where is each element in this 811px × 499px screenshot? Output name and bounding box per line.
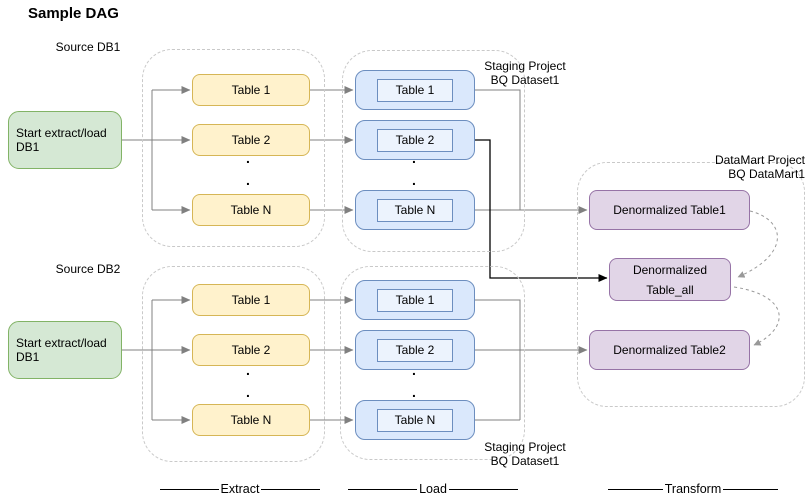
staging-db2-line2: BQ Dataset1 (490, 454, 560, 468)
load-db1-table-n: Table N (355, 190, 475, 230)
ellipsis-dot: . (246, 384, 250, 400)
staging-label-db2: Staging Project BQ Dataset1 (465, 440, 585, 468)
ellipsis-dot: . (246, 362, 250, 378)
datamart-container (577, 162, 805, 407)
staging-label-db1: Staging Project BQ Dataset1 (465, 59, 585, 87)
table-all-line2: Table_all (646, 282, 694, 297)
start-extract-load-db1-node: Start extract/load DB1 (8, 111, 122, 169)
load-db1-table-1: Table 1 (355, 70, 475, 110)
datamart-label: DataMart Project BQ DataMart1 (665, 153, 805, 181)
stage-line (348, 488, 418, 490)
extract-db1-table-n: Table N (192, 194, 310, 226)
start-db1-line2: DB1 (16, 140, 40, 154)
staging-db1-line2: BQ Dataset1 (490, 73, 560, 87)
start-db1-line1: Start extract/load (16, 126, 107, 140)
start-db2-line2: DB1 (16, 350, 40, 364)
ellipsis-dot: . (412, 384, 416, 400)
table-all-line1: Denormalized (632, 262, 708, 277)
staging-db2-line1: Staging Project (484, 440, 566, 454)
stage-transform-label: Transform (664, 482, 722, 496)
start-extract-load-db2-node: Start extract/load DB1 (8, 321, 122, 379)
load-db2-table-2-inner: Table 2 (377, 338, 453, 362)
source-db2-label: Source DB2 (55, 262, 121, 276)
load-db2-table-1-inner: Table 1 (377, 288, 453, 312)
load-db2-table-1: Table 1 (355, 280, 475, 320)
denormalized-table2-node: Denormalized Table2 (589, 330, 750, 370)
denormalized-table1-node: Denormalized Table1 (589, 190, 750, 230)
stage-line (608, 488, 663, 490)
staging-db1-line1: Staging Project (484, 59, 566, 73)
ellipsis-dot: . (412, 150, 416, 166)
load-container-db2 (340, 266, 525, 460)
load-db2-table-n-inner: Table N (377, 408, 453, 432)
diagram-title: Sample DAG (28, 5, 119, 22)
source-db1-label: Source DB1 (55, 40, 121, 54)
extract-container-db1 (142, 49, 325, 247)
ellipsis-dot: . (412, 362, 416, 378)
ellipsis-dot: . (246, 150, 250, 166)
datamart-label-line1: DataMart Project (714, 153, 805, 167)
load-db2-table-2: Table 2 (355, 330, 475, 370)
extract-container-db2 (142, 266, 325, 462)
extract-db2-table-1: Table 1 (192, 284, 310, 316)
denormalized-table-all-node: Denormalized Table_all (609, 258, 731, 301)
load-db2-table-n: Table N (355, 400, 475, 440)
load-db1-table-1-inner: Table 1 (377, 78, 453, 102)
stage-line (160, 488, 219, 490)
stage-load: Load (348, 481, 518, 497)
load-container-db1 (342, 50, 525, 252)
load-db1-table-2-inner: Table 2 (377, 128, 453, 152)
stage-line (448, 488, 518, 490)
extract-db1-table-1: Table 1 (192, 74, 310, 106)
start-db2-line1: Start extract/load (16, 336, 107, 350)
stage-load-label: Load (419, 482, 447, 496)
extract-db1-table-2: Table 2 (192, 124, 310, 156)
load-db1-table-2: Table 2 (355, 120, 475, 160)
ellipsis-dot: . (412, 172, 416, 188)
extract-db2-table-n: Table N (192, 404, 310, 436)
stage-extract: Extract (160, 481, 320, 497)
ellipsis-dot: . (246, 172, 250, 188)
stage-transform: Transform (608, 481, 778, 497)
datamart-label-line2: BQ DataMart1 (728, 167, 805, 181)
stage-line (261, 488, 320, 490)
extract-db2-table-2: Table 2 (192, 334, 310, 366)
load-db1-table-n-inner: Table N (377, 198, 453, 222)
stage-line (723, 488, 778, 490)
stage-extract-label: Extract (220, 482, 260, 496)
